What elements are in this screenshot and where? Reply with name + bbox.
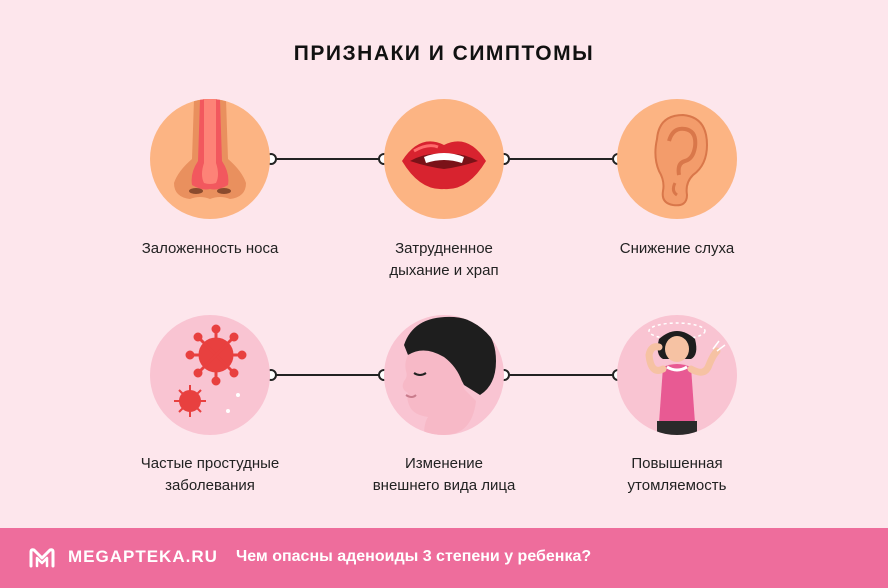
symptom-circle-colds (150, 315, 270, 435)
symptom-label: Заложенность носа (141, 240, 279, 257)
symptom-circle-fatigue (617, 315, 737, 435)
footer-bar: MEGAPTEKA.RU Чем опасны аденоиды 3 степе… (0, 528, 888, 588)
connector-line (504, 158, 618, 160)
connector-line (270, 158, 384, 160)
symptom-label: Изменение внешнего вида лица (372, 455, 516, 494)
page-title: ПРИЗНАКИ И СИМПТОМЫ (293, 42, 595, 65)
connector-line (504, 374, 618, 376)
symptom-circle-face-change (384, 315, 504, 435)
symptom-label: Затрудненное дыхание и храп (389, 240, 499, 279)
footer-caption: Чем опасны аденоиды 3 степени у ребенка? (236, 548, 592, 565)
virus-icon (174, 324, 247, 417)
face-profile-icon (402, 316, 496, 435)
logo-icon (29, 548, 55, 568)
tired-woman-icon (645, 322, 726, 435)
symptom-label: Повышенная утомляемость (627, 455, 727, 494)
ear-icon (654, 113, 709, 207)
logo-text[interactable]: MEGAPTEKA.RU (68, 547, 218, 566)
symptom-label: Частые простудные заболевания (140, 455, 280, 494)
mouth-icon (402, 141, 486, 190)
symptom-circle-breathing (384, 99, 504, 219)
symptom-circle-hearing (617, 99, 737, 219)
nose-icon (174, 99, 246, 199)
connector-line (270, 374, 384, 376)
symptom-circle-nasal-congestion (150, 99, 270, 219)
symptom-label: Снижение слуха (619, 240, 735, 257)
